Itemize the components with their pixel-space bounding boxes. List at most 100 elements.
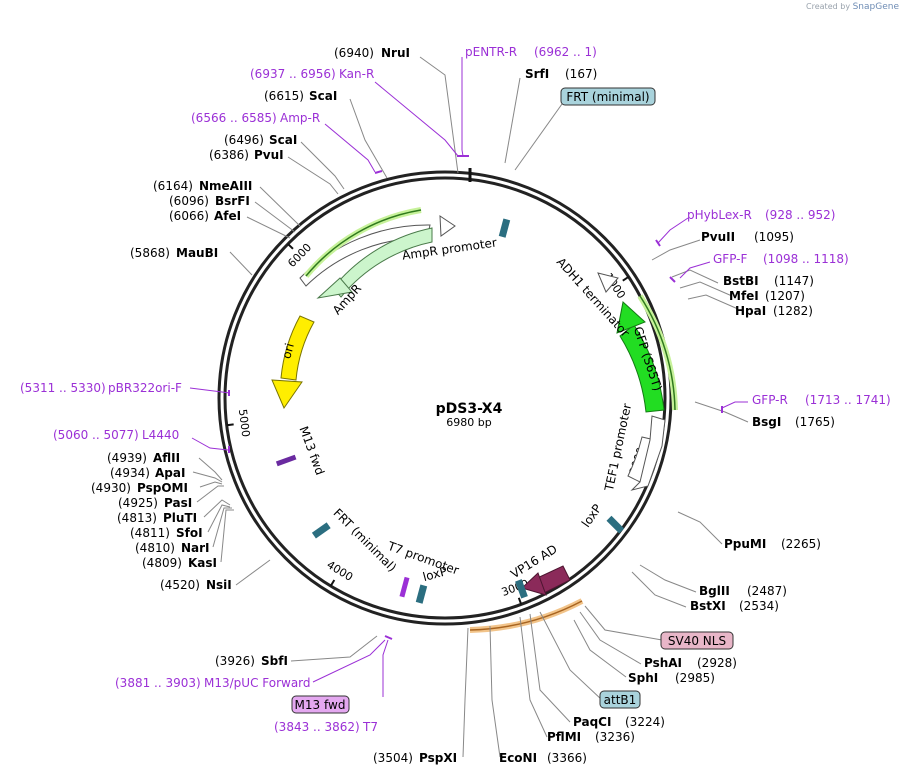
enzyme-pos-pspxi: (3504) bbox=[373, 751, 413, 765]
primer-range-pbr322ori-f: (5311 .. 5330) bbox=[20, 381, 106, 395]
enzyme-pshai[interactable]: PshAI bbox=[644, 656, 682, 670]
label-loxp-bottom: loxP bbox=[421, 564, 448, 584]
enzyme-pos-nmeaiii: (6164) bbox=[153, 179, 193, 193]
enzyme-ppumi[interactable]: PpuMI bbox=[724, 537, 766, 551]
enzyme-pluti[interactable]: PluTI bbox=[163, 511, 197, 525]
enzyme-pos-sphi: (2985) bbox=[675, 671, 715, 685]
scale-tick-label-4000: 4000 bbox=[324, 558, 355, 584]
credit-prefix: Created by bbox=[806, 2, 851, 11]
primer-gfp-r[interactable]: GFP-R bbox=[752, 393, 788, 407]
enzyme-pasi[interactable]: PasI bbox=[164, 496, 192, 510]
ampr-arrow[interactable] bbox=[332, 227, 433, 298]
enzyme-maubi[interactable]: MauBI bbox=[176, 246, 218, 260]
primer-connector-lines bbox=[189, 57, 748, 697]
enzyme-pspxi[interactable]: PspXI bbox=[419, 751, 457, 765]
ampr-arrowhead bbox=[316, 277, 353, 299]
primer-kan-r[interactable]: Kan-R bbox=[339, 67, 374, 81]
enzyme-pflmi[interactable]: PflMI bbox=[547, 730, 581, 744]
ampr-promoter-arrow[interactable] bbox=[299, 224, 431, 287]
snapgene-logo-text: SnapGene bbox=[852, 2, 899, 12]
attb1-marker[interactable] bbox=[515, 579, 528, 599]
enzyme-afei[interactable]: AfeI bbox=[214, 209, 241, 223]
enzyme-bstxi[interactable]: BstXI bbox=[690, 599, 726, 613]
ori-arrow[interactable] bbox=[280, 315, 315, 381]
enzyme-labels: (6940) NruI SrfI (167) (6615) ScaI (6496… bbox=[91, 46, 835, 765]
enzyme-pos-srfi: (167) bbox=[565, 67, 597, 81]
attb1-box-label: attB1 bbox=[604, 693, 637, 707]
enzyme-mfei[interactable]: MfeI bbox=[729, 289, 759, 303]
enzyme-pos-sfoi: (4811) bbox=[130, 526, 170, 540]
enzyme-srfi[interactable]: SrfI bbox=[525, 67, 549, 81]
enzyme-scai[interactable]: ScaI bbox=[269, 133, 297, 147]
enzyme-apai[interactable]: ApaI bbox=[155, 466, 185, 480]
primer-range-pentr-r: (6962 .. 1) bbox=[534, 45, 597, 59]
t7-promoter-marker[interactable] bbox=[399, 576, 410, 598]
primer-l4440[interactable]: L4440 bbox=[142, 428, 179, 442]
tef1-promoter-arrow[interactable] bbox=[630, 415, 666, 491]
backbone-outer bbox=[217, 170, 673, 626]
gfp-s65t-arrow[interactable] bbox=[619, 324, 665, 413]
enzyme-paqci[interactable]: PaqCI bbox=[573, 715, 611, 729]
backbone-inner bbox=[223, 176, 667, 620]
enzyme-hpai[interactable]: HpaI bbox=[735, 304, 766, 318]
primer-amp-r[interactable]: Amp-R bbox=[280, 111, 320, 125]
enzyme-pvui[interactable]: PvuI bbox=[254, 148, 284, 162]
primer-range-phyblex-r: (928 .. 952) bbox=[765, 208, 835, 222]
m13-fwd-marker[interactable] bbox=[275, 454, 297, 467]
enzyme-nari[interactable]: NarI bbox=[181, 541, 210, 555]
enzyme-bglii[interactable]: BglII bbox=[699, 584, 730, 598]
primer-range-kan-r: (6937 .. 6956) bbox=[250, 67, 336, 81]
orange-glow-line bbox=[469, 600, 583, 631]
connector-lines bbox=[192, 56, 749, 758]
enzyme-bsrfi[interactable]: BsrFI bbox=[215, 194, 250, 208]
primer-phyblex-r[interactable]: pHybLex-R bbox=[687, 208, 752, 222]
primer-range-amp-r: (6566 .. 6585) bbox=[191, 111, 277, 125]
enzyme-aflii[interactable]: AflII bbox=[153, 451, 180, 465]
primer-gfp-f[interactable]: GFP-F bbox=[713, 252, 748, 266]
frt-minimal-marker-left[interactable] bbox=[311, 522, 331, 539]
enzyme-xmni[interactable]: ScaI bbox=[309, 89, 337, 103]
loxp-marker-right[interactable] bbox=[606, 515, 625, 534]
enzyme-pos-pflmi: (3236) bbox=[595, 730, 635, 744]
m13-fwd-box[interactable] bbox=[291, 695, 350, 714]
sv40-nls-box[interactable] bbox=[660, 631, 734, 650]
ampr-promoter-arrowhead bbox=[439, 215, 456, 237]
enzyme-pspomi[interactable]: PspOMI bbox=[137, 481, 188, 495]
enzyme-pos-scai: (6496) bbox=[224, 133, 264, 147]
adh1-terminator-arrow[interactable] bbox=[597, 272, 619, 293]
enzyme-bstbi[interactable]: BstBI bbox=[723, 274, 759, 288]
enzyme-kasi[interactable]: KasI bbox=[188, 556, 217, 570]
enzyme-pos-bstbi: (1147) bbox=[774, 274, 814, 288]
primer-range-m13-puc-forward: (3881 .. 3903) bbox=[115, 676, 201, 690]
frt-minimal-marker-top[interactable] bbox=[498, 218, 511, 238]
enzyme-pos-pluti: (4813) bbox=[117, 511, 157, 525]
primer-pbr322ori-f[interactable]: pBR322ori-F bbox=[108, 381, 182, 395]
primer-range-gfp-f: (1098 .. 1118) bbox=[763, 252, 849, 266]
primer-pentr-r[interactable]: pENTR-R bbox=[465, 45, 517, 59]
enzyme-sfoi[interactable]: SfoI bbox=[176, 526, 203, 540]
label-ori: ori bbox=[279, 342, 297, 361]
ampr-glow-line bbox=[305, 209, 422, 277]
attb1-box[interactable] bbox=[599, 690, 641, 709]
enzyme-pos-afei: (6066) bbox=[169, 209, 209, 223]
enzyme-nrui[interactable]: NruI bbox=[381, 46, 410, 60]
enzyme-sphi[interactable]: SphI bbox=[628, 671, 658, 685]
enzyme-pos-bsgi: (1765) bbox=[795, 415, 835, 429]
enzyme-bsgi[interactable]: BsgI bbox=[752, 415, 781, 429]
loxp-marker-bottom[interactable] bbox=[415, 584, 428, 604]
sv40-nls-box-label: SV40 NLS bbox=[668, 634, 726, 648]
primer-t7[interactable]: T7 bbox=[362, 720, 378, 734]
enzyme-pos-pspomi: (4930) bbox=[91, 481, 131, 495]
primer-range-t7: (3843 .. 3862) bbox=[274, 720, 360, 734]
primer-m13-puc-forward[interactable]: M13/pUC Forward bbox=[204, 676, 311, 690]
enzyme-pvuii[interactable]: PvuII bbox=[701, 230, 735, 244]
frt-minimal-box[interactable] bbox=[560, 87, 656, 106]
enzyme-nsii[interactable]: NsiI bbox=[206, 578, 232, 592]
enzyme-sbfi[interactable]: SbfI bbox=[261, 654, 288, 668]
enzyme-econi[interactable]: EcoNI bbox=[499, 751, 537, 765]
enzyme-nmeaiii[interactable]: NmeAIII bbox=[199, 179, 252, 193]
enzyme-pos-xmni: (6615) bbox=[264, 89, 304, 103]
enzyme-pos-bglii: (2487) bbox=[747, 584, 787, 598]
frt-minimal-box-label: FRT (minimal) bbox=[566, 90, 649, 104]
